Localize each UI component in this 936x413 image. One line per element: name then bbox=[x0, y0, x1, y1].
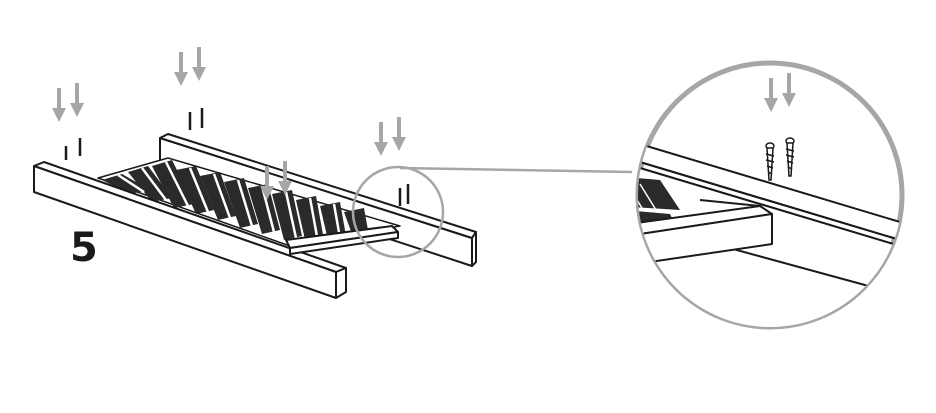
bed-frame bbox=[33, 133, 477, 299]
down-arrow-icon bbox=[52, 83, 84, 122]
screws-main bbox=[64, 108, 410, 206]
down-arrow-icon bbox=[174, 47, 206, 86]
front-rail bbox=[33, 161, 347, 299]
zoom-detail bbox=[635, 60, 905, 330]
screw-icon bbox=[765, 137, 795, 181]
down-arrow-icon bbox=[374, 117, 406, 156]
step-number: 5 bbox=[70, 225, 98, 271]
slats bbox=[97, 157, 401, 247]
detail-callout bbox=[351, 165, 633, 259]
